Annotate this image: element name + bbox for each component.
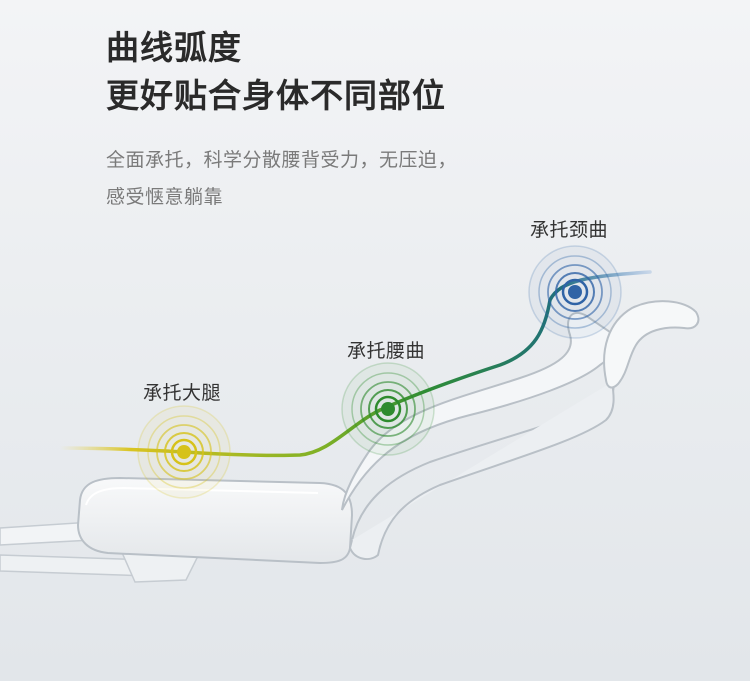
headline-line-2: 更好贴合身体不同部位 xyxy=(106,76,446,115)
waist-support-label: 承托腰曲 xyxy=(347,340,426,362)
neck-support-label: 承托颈曲 xyxy=(530,219,609,241)
headrest xyxy=(603,300,700,389)
neck-support-point xyxy=(528,245,622,339)
backrest xyxy=(341,312,617,561)
description-line-2: 感受惬意躺靠 xyxy=(106,186,224,208)
waist-support-point xyxy=(341,362,435,456)
thigh-support-label: 承托大腿 xyxy=(143,382,222,404)
seat-cushion xyxy=(76,476,354,565)
thigh-support-point xyxy=(137,405,231,499)
description-line-1: 全面承托，科学分散腰背受力，无压迫， xyxy=(106,149,458,171)
headline-line-1: 曲线弧度 xyxy=(106,28,242,67)
